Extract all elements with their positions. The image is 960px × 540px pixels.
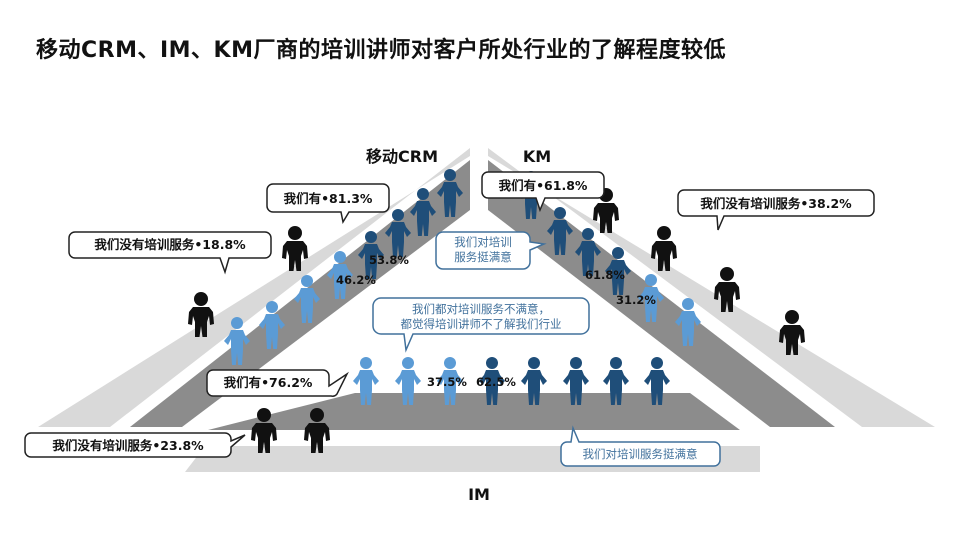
crm-segment-name: 移动CRM [366, 147, 438, 166]
km-have-service: 我们有•61.8% [499, 178, 588, 193]
crm-pct-dark: 53.8% [369, 253, 409, 267]
im-segment-name: IM [468, 485, 490, 504]
im-lane-inner [208, 393, 740, 430]
crm-have-service: 我们有•81.3% [284, 191, 373, 206]
top-callout: 我们对培训 服务挺满意 [435, 231, 547, 270]
crm-have-callout: 我们有•81.3% [266, 183, 390, 225]
km-pct-light: 31.2% [616, 293, 656, 307]
km-no-callout: 我们没有培训服务•38.2% [677, 189, 875, 231]
km-pct-dark: 61.8% [585, 268, 625, 282]
bottom-callout: 我们对培训服务挺满意 [560, 425, 721, 467]
center-callout-line2: 都觉得培训讲师不了解我们行业 [401, 317, 562, 331]
center-callout-line1: 我们都对培训服务不满意， [412, 302, 550, 316]
crm-no-service: 我们没有培训服务•18.8% [94, 237, 246, 252]
bottom-callout-text: 我们对培训服务挺满意 [583, 447, 698, 461]
im-have-callout: 我们有•76.2% [206, 369, 349, 397]
page-title: 移动CRM、IM、KM厂商的培训讲师对客户所处行业的了解程度较低 [36, 38, 726, 63]
km-lane-inner [488, 160, 835, 427]
im-no-service: 我们没有培训服务•23.8% [52, 438, 204, 453]
center-callout: 我们都对培训服务不满意， 都觉得培训讲师不了解我们行业 [372, 297, 590, 353]
im-pct-light: 37.5% [427, 375, 467, 389]
im-no-callout: 我们没有培训服务•23.8% [24, 432, 246, 458]
km-lane [488, 148, 935, 427]
top-callout-line2: 服务挺满意 [454, 250, 512, 264]
crm-pct-light: 46.2% [336, 273, 376, 287]
top-callout-line1: 我们对培训 [454, 235, 512, 249]
km-have-callout: 我们有•61.8% [481, 171, 605, 213]
im-pct-dark: 62.5% [476, 375, 516, 389]
crm-no-callout: 我们没有培训服务•18.8% [68, 231, 272, 275]
km-no-service: 我们没有培训服务•38.2% [700, 196, 852, 211]
im-have-service: 我们有•76.2% [224, 375, 313, 390]
km-segment-name: KM [523, 147, 551, 166]
